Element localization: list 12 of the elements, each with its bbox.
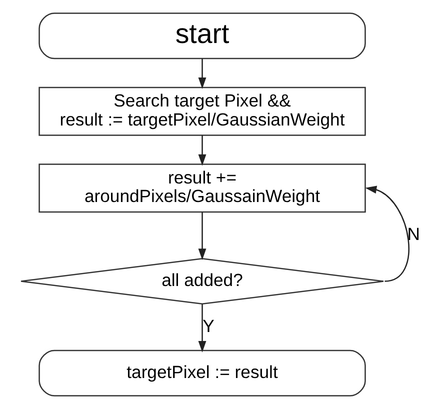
node-box: start	[38, 12, 366, 60]
arrow	[198, 212, 206, 260]
node-box: result += aroundPixels/GaussainWeight	[38, 164, 366, 213]
node-diamond: all added?	[20, 258, 384, 305]
arrow	[198, 58, 206, 89]
arrow	[365, 186, 410, 282]
arrow	[198, 135, 206, 166]
node-box: targetPixel := result	[38, 350, 366, 396]
edge-label: Y	[202, 316, 214, 336]
node-box: Search target Pixel && result := targetPixel/GaussianWeight	[38, 86, 366, 136]
edge-label: N	[407, 224, 420, 244]
arrow	[198, 304, 206, 352]
